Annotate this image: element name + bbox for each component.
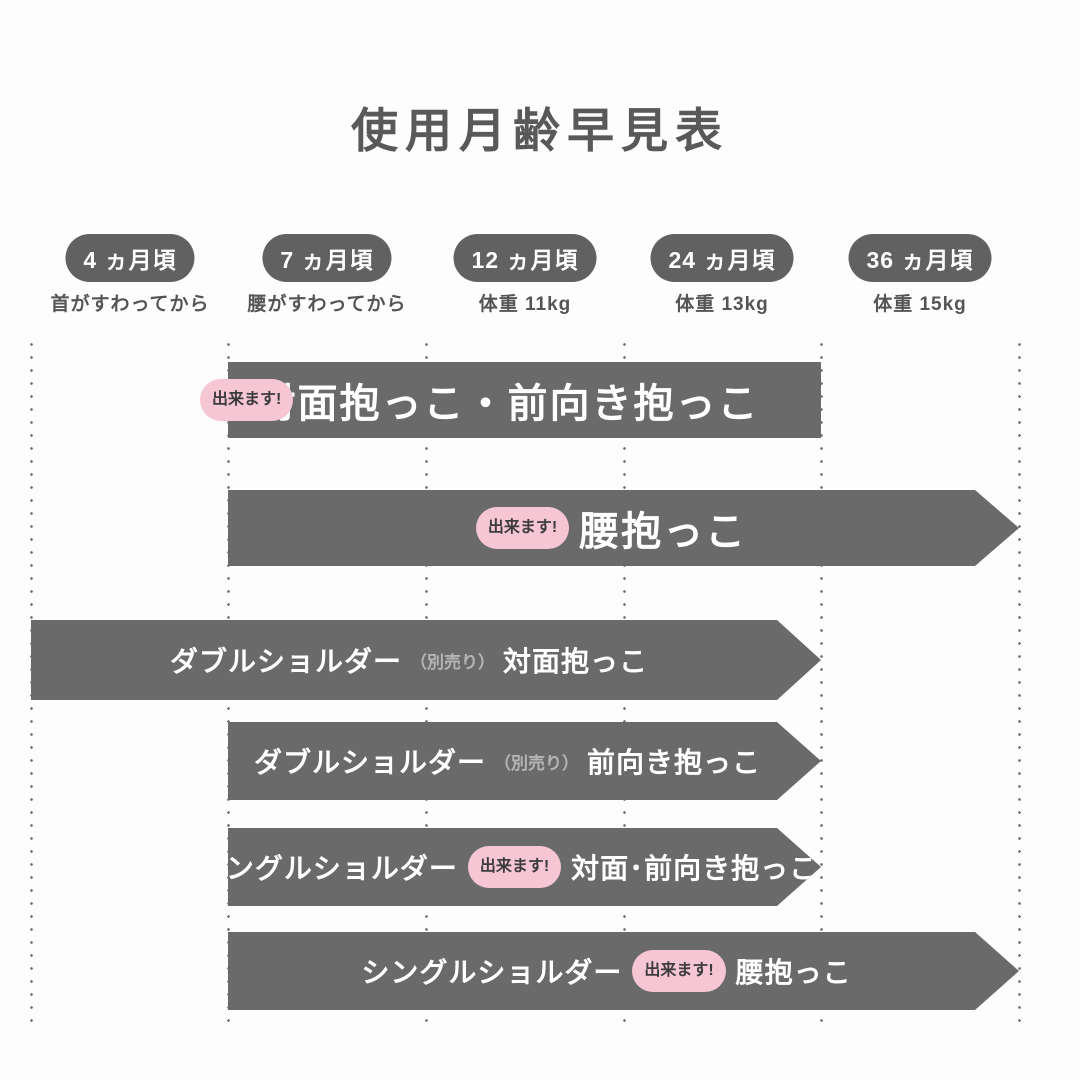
milestone-note: 腰がすわってから <box>247 294 407 315</box>
milestone-pill: 24 ヵ月頃 <box>650 234 794 282</box>
bar-label: 腰抱っこ <box>735 957 852 988</box>
milestone-pill: 36 ヵ月頃 <box>848 234 992 282</box>
bar-label: 前向き抱っこ <box>587 747 762 778</box>
milestone-pill: 7 ヵ月頃 <box>262 234 392 282</box>
sold-separately-note: （別売り） <box>494 753 579 773</box>
milestone-4: 4 ヵ月頃首がすわってから <box>50 234 209 316</box>
milestone-36: 36 ヵ月頃体重 15kg <box>848 234 992 316</box>
carry-bar: シングルショルダー出来ます! 腰抱っこ <box>228 932 1019 1010</box>
milestone-pill: 4 ヵ月頃 <box>65 234 195 282</box>
bar-content: シングルショルダー出来ます!対面･前向き抱っこ <box>228 846 787 888</box>
bar-content: シングルショルダー出来ます! 腰抱っこ <box>228 950 985 992</box>
bar-label: 対面抱っこ・前向き抱っこ <box>255 382 760 426</box>
carry-bar-body <box>228 362 821 438</box>
can-do-badge: 出来ます! <box>468 846 561 888</box>
milestone-pill: 12 ヵ月頃 <box>453 234 597 282</box>
grid-line-4 <box>820 338 823 1032</box>
can-do-badge: 出来ます! <box>200 379 294 421</box>
bar-content: 対面抱っこ・前向き抱っこ <box>228 371 787 429</box>
milestone-12: 12 ヵ月頃体重 11kg <box>453 234 597 316</box>
page-title: 使用月齢早見表 <box>351 104 729 157</box>
bar-content: ダブルショルダー （別売り） 対面抱っこ <box>31 640 787 680</box>
milestone-7: 7 ヵ月頃腰がすわってから <box>247 234 406 316</box>
sold-separately-note: （別売り） <box>410 652 495 672</box>
can-do-badge: 出来ます! <box>632 950 725 992</box>
carry-bar: 出来ます!腰抱っこ <box>228 490 1019 566</box>
carry-bar: ダブルショルダー （別売り） 前向き抱っこ <box>228 722 821 800</box>
bar-label: 対面抱っこ <box>503 646 649 677</box>
grid-line-5 <box>1018 338 1021 1032</box>
milestone-note: 体重 13kg <box>675 294 769 315</box>
carry-bar: 対面抱っこ・前向き抱っこ出来ます! <box>200 362 821 438</box>
bar-label: 腰抱っこ <box>579 510 748 554</box>
bar-label: シングルショルダー <box>196 853 458 884</box>
bar-label: ダブルショルダー <box>253 747 486 778</box>
carry-bar: シングルショルダー出来ます!対面･前向き抱っこ <box>228 828 821 906</box>
bar-label: シングルショルダー <box>361 957 623 988</box>
bar-content: 出来ます!腰抱っこ <box>228 499 985 557</box>
carry-bar: ダブルショルダー （別売り） 対面抱っこ <box>31 620 821 700</box>
bar-label: ダブルショルダー <box>169 646 402 677</box>
bar-content: ダブルショルダー （別売り） 前向き抱っこ <box>228 741 787 781</box>
can-do-badge: 出来ます! <box>476 507 569 549</box>
milestone-24: 24 ヵ月頃体重 13kg <box>650 234 794 316</box>
milestone-note: 体重 11kg <box>478 294 572 315</box>
milestone-note: 首がすわってから <box>50 294 210 315</box>
bar-label: 対面･前向き抱っこ <box>571 853 819 884</box>
milestone-note: 体重 15kg <box>873 294 967 315</box>
